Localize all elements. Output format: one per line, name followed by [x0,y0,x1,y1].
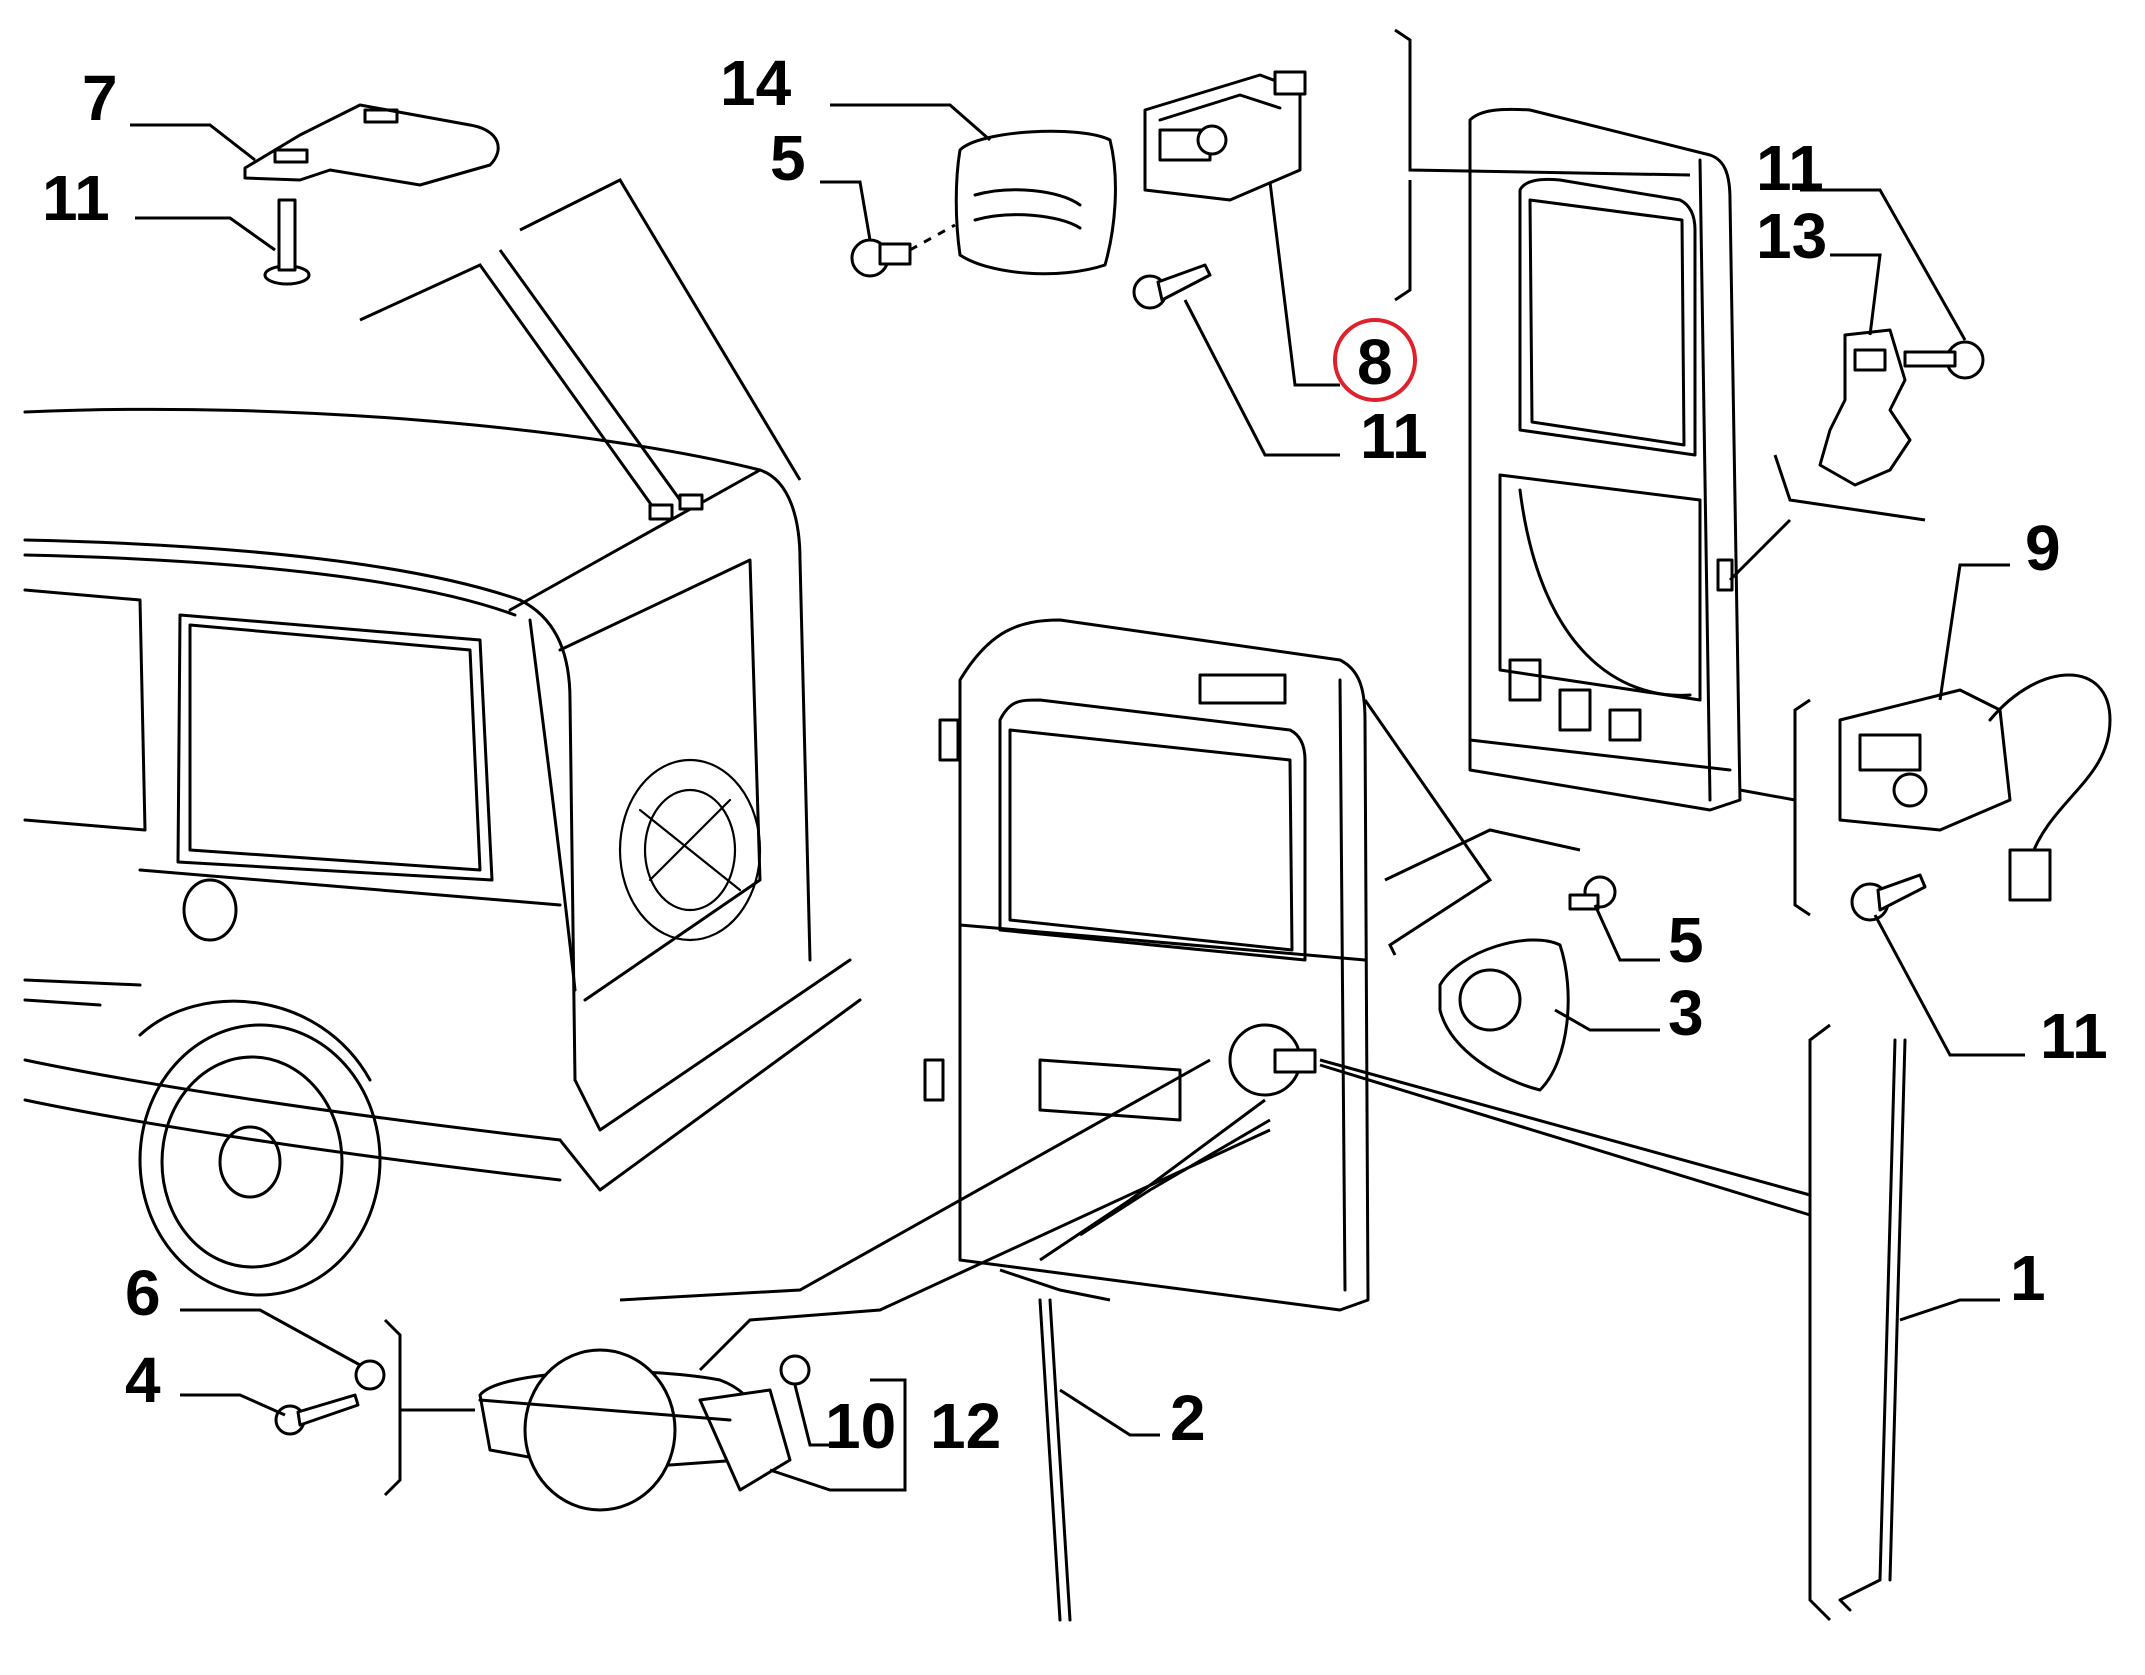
rear-door-left [923,618,1370,1312]
callout-1: 1 [2010,1242,2046,1314]
hinge-cover [954,129,1117,276]
callout-3: 3 [1668,977,1704,1049]
clip-screw [1568,875,1617,911]
callout-6: 6 [125,1257,161,1329]
screw [1903,340,1985,380]
clip-screw [850,238,912,278]
callout-11: 11 [2040,1000,2108,1072]
inner-handle [1438,938,1570,1092]
callout-5: 5 [770,122,806,194]
hinge-bracket [1818,328,1912,487]
control-rod-long [1838,1038,1907,1612]
callout-5: 5 [1668,904,1704,976]
bolt [274,1393,360,1436]
leader-lines [130,28,2025,1622]
callout-14: 14 [720,47,792,119]
washer [354,1359,386,1391]
callout-11: 11 [42,162,110,234]
screw [263,198,311,286]
bush [779,1354,811,1386]
outer-handle [478,1348,792,1512]
callout-10: 10 [825,1390,896,1462]
strike-plate [243,103,500,187]
lock-actuator [1143,70,1307,202]
screw [1850,873,1927,922]
callout-8: 8 [1357,326,1393,398]
control-rod-short [1038,1298,1072,1622]
callout-12: 12 [930,1390,1001,1462]
rear-door-right [1468,107,1742,812]
callout-9: 9 [2025,512,2061,584]
callout-labels: 7 11 14 5 8 11 11 13 9 5 3 11 1 2 6 4 10… [42,47,2108,1462]
callout-11: 11 [1756,132,1824,204]
callout-4: 4 [125,1344,161,1416]
callout-2: 2 [1170,1382,1206,1454]
van-rear [23,178,862,1297]
electric-lock [1838,673,2112,902]
screw [1132,263,1212,310]
callout-7: 7 [82,62,118,134]
callout-11: 11 [1360,400,1428,472]
highlight-ring [1333,318,1417,402]
callout-13: 13 [1756,200,1827,272]
